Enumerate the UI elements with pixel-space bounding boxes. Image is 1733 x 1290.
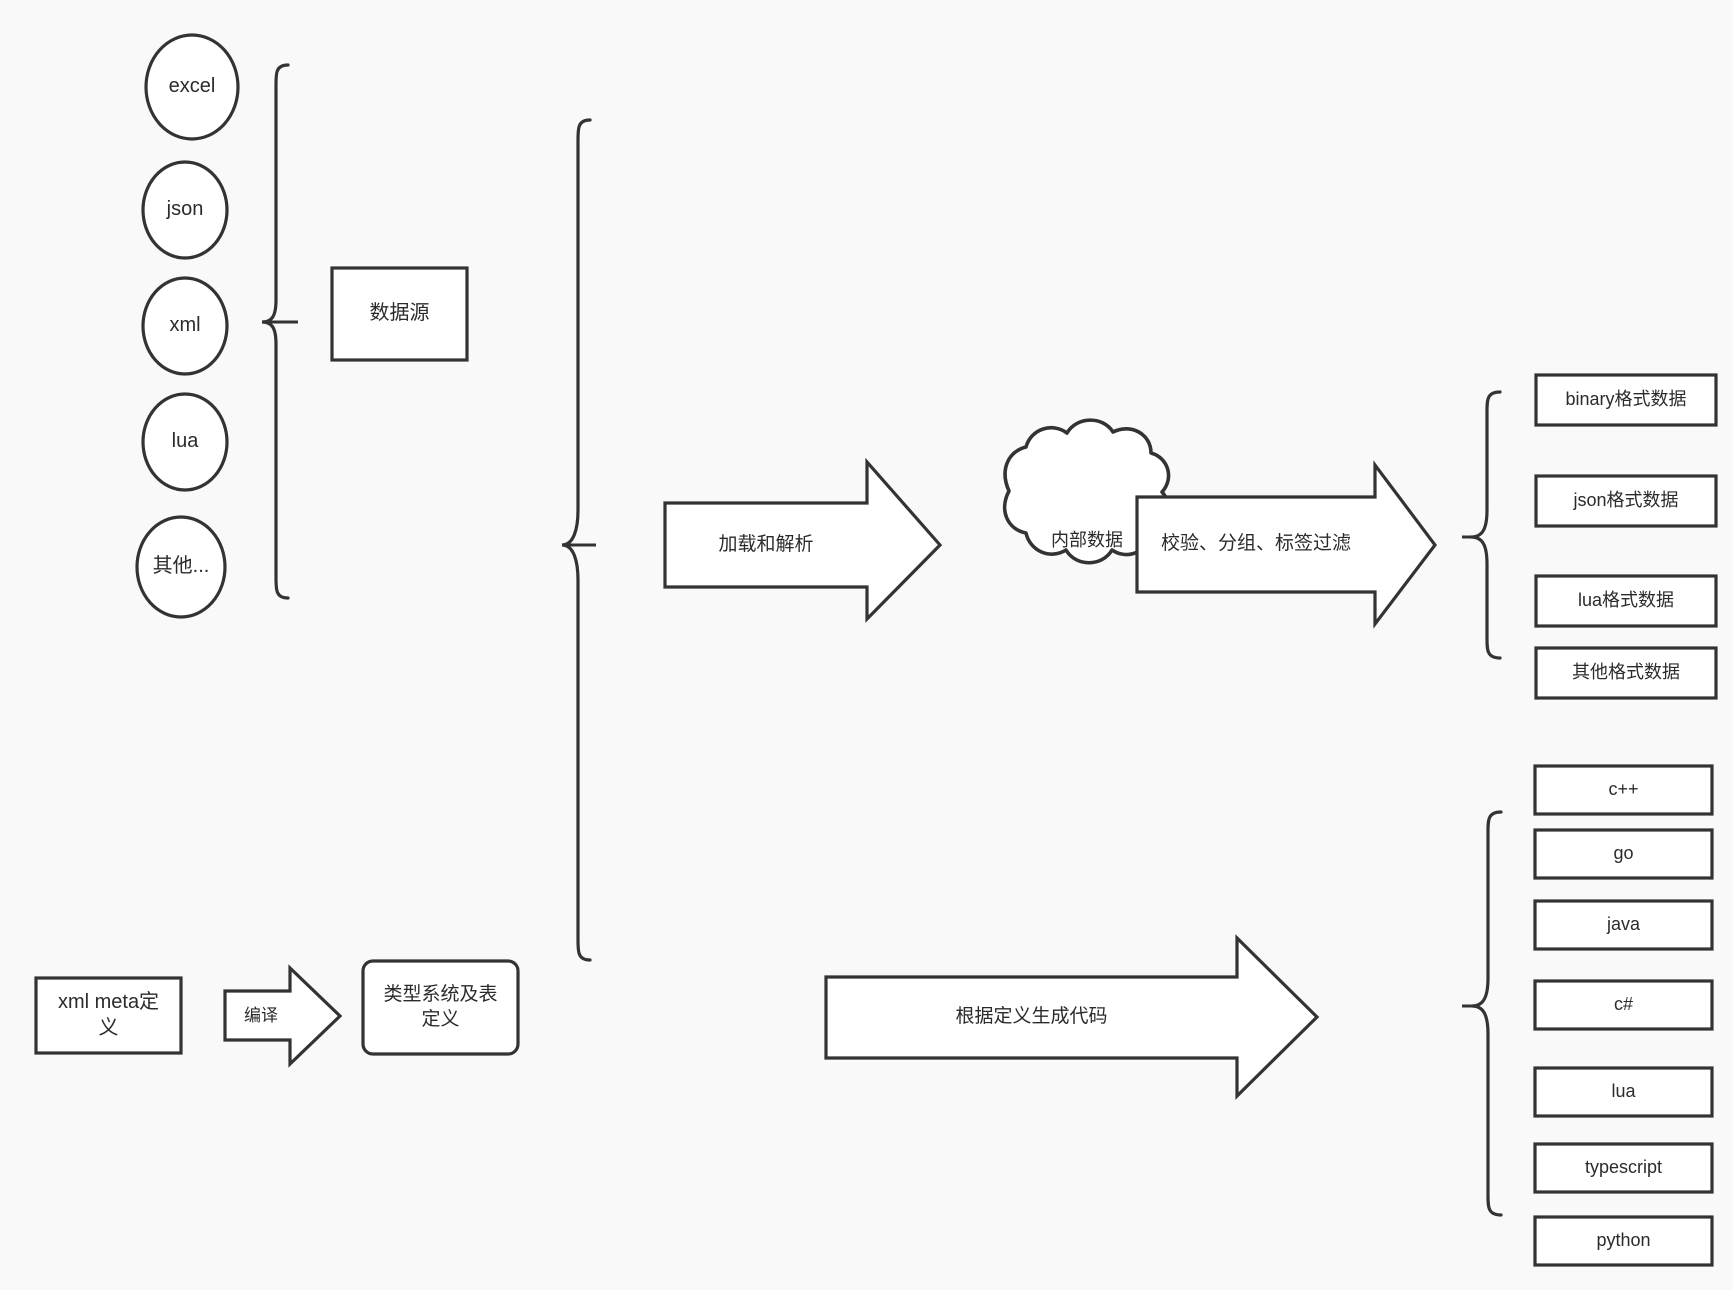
source-node-xml[interactable] [141,276,229,376]
language-box-java[interactable] [1533,899,1714,951]
load-parse-arrow[interactable] [663,457,943,623]
data-source-box[interactable] [330,266,469,362]
type-system-box[interactable] [361,959,520,1056]
language-box-cpp[interactable] [1533,764,1714,816]
brace-language-outputs [1471,810,1503,1217]
compile-arrow[interactable] [223,964,343,1068]
output-format-box-lua[interactable] [1534,574,1718,628]
language-box-go[interactable] [1533,828,1714,880]
source-node-lua[interactable] [141,392,229,492]
output-format-box-other[interactable] [1534,646,1718,700]
codegen-arrow[interactable] [824,934,1320,1100]
xml-meta-definition-box[interactable] [34,976,183,1055]
brace-format-outputs [1470,390,1502,660]
brace-sources [261,63,290,600]
source-node-json[interactable] [141,160,229,260]
language-box-lua[interactable] [1533,1066,1714,1118]
language-box-typescript[interactable] [1533,1142,1714,1194]
source-node-excel[interactable] [144,33,240,141]
brace-pipeline-input [561,118,592,962]
language-box-csharp[interactable] [1533,979,1714,1031]
language-box-python[interactable] [1533,1215,1714,1267]
validate-group-filter-arrow[interactable] [1135,460,1438,629]
source-node-other[interactable] [135,515,227,619]
output-format-box-json[interactable] [1534,474,1718,528]
output-format-box-binary[interactable] [1534,373,1718,427]
internal-data-cloud[interactable] [1002,418,1171,565]
